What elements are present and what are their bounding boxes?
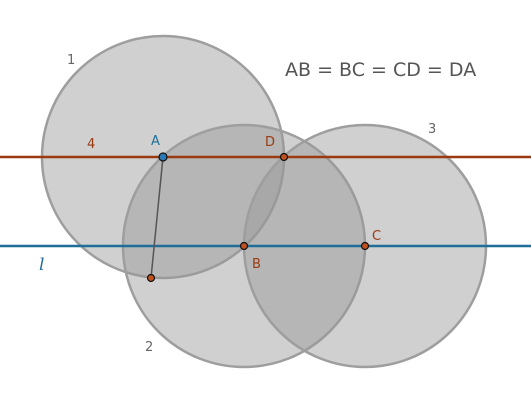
point-a: [158, 152, 168, 162]
circle-2-label: 2: [145, 340, 153, 355]
line-4-label: 4: [87, 137, 95, 152]
circle-1-label: 1: [67, 53, 75, 68]
point-lower: [146, 273, 156, 283]
equation-text: AB = BC = CD = DA: [285, 59, 476, 81]
circle-3-label: 3: [428, 122, 436, 137]
point-a-label: A: [151, 134, 160, 149]
point-b-label: B: [252, 257, 261, 272]
line-l-label: l: [39, 255, 44, 275]
point-d: [279, 152, 289, 162]
segment-a-lower: [150, 156, 164, 279]
point-c: [360, 241, 370, 251]
point-c-label: C: [372, 229, 381, 244]
point-b: [239, 241, 249, 251]
point-d-label: D: [265, 135, 275, 150]
